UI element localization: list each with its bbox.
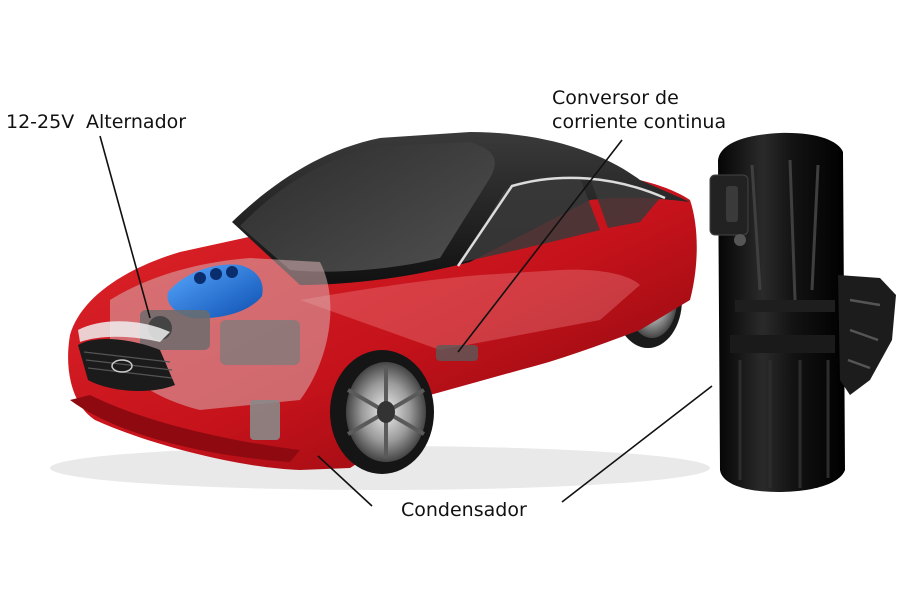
front-wheel (330, 350, 434, 474)
condenser-label: Condensador (401, 499, 527, 521)
dc-converter-label-line2: corriente continua (552, 111, 727, 133)
windshield (240, 142, 495, 272)
car-illustration (50, 132, 710, 490)
leader-condenser-car (317, 455, 373, 507)
dc-converter-label: Conversor de corriente continua (552, 86, 726, 134)
leader-condenser-unit (561, 385, 713, 503)
engine-cover (167, 264, 263, 319)
side-window-front (462, 177, 600, 262)
leader-lines (99, 135, 713, 507)
voltage-label: 12-25V (6, 111, 75, 133)
leader-alternator (99, 135, 151, 319)
capacitor-component (709, 132, 896, 493)
leader-dc-converter (457, 139, 623, 353)
alternator-label: Alternador (86, 111, 187, 133)
dc-converter-label-line1: Conversor de (552, 87, 679, 109)
